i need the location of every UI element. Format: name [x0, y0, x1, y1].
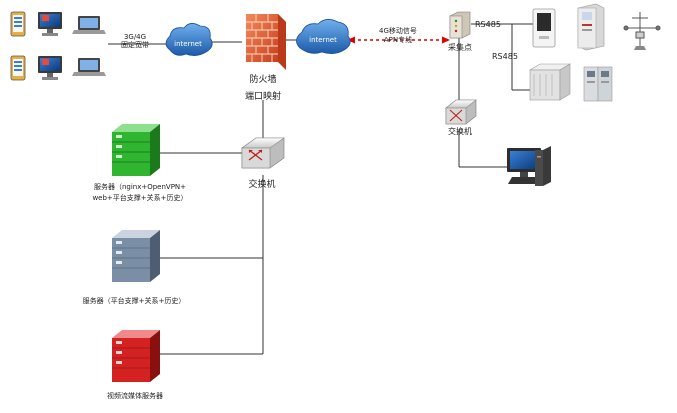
apn-line-label: APN专线	[383, 36, 413, 44]
connection-lines	[108, 23, 533, 355]
switch-main-icon	[241, 137, 285, 169]
firewall-label: 防火墙	[249, 75, 277, 85]
switch-main-label: 交换机	[248, 180, 276, 190]
client-devices	[10, 11, 106, 81]
switch-remote-icon	[445, 99, 477, 125]
wan-link-label: 3G/4G 固定宽带	[121, 33, 149, 49]
rs485-label-branch: RS485	[492, 52, 518, 61]
server1-label-line2: web+平台支撑+关系+历史）	[92, 194, 188, 202]
workstation-icon	[507, 146, 551, 186]
transformer-cabinet-icon	[528, 63, 572, 101]
port-mapping-label: 端口映射	[244, 92, 282, 102]
cloud-right-label: internet	[309, 36, 337, 44]
server1-label-line1: 服务器（nginx+OpenVPN+	[93, 183, 187, 191]
weather-station-icon	[623, 12, 661, 50]
tablet-icon	[10, 11, 26, 37]
server-green-icon	[112, 124, 160, 176]
server-red-icon	[112, 330, 160, 382]
meter-box-icon	[532, 8, 556, 48]
apn-signal-label: 4G移动信号	[379, 27, 417, 35]
collector-icon	[449, 11, 471, 39]
desktop-icon	[38, 56, 62, 80]
cloud-right-icon: internet	[296, 19, 351, 54]
tablet-icon	[10, 55, 26, 81]
laptop-icon	[72, 58, 106, 76]
cloud-left-icon: internet	[165, 23, 213, 56]
cloud-left-label: internet	[174, 40, 202, 48]
server2-label: 服务器（平台支撑+关系+历史）	[82, 297, 186, 305]
server3-label: 视频流媒体服务器	[107, 392, 163, 400]
inverter-icon	[577, 3, 605, 51]
server-gray-icon	[112, 230, 160, 282]
apn-wireless-link	[347, 36, 450, 44]
collector-label: 采集点	[448, 43, 472, 52]
laptop-icon	[72, 16, 106, 34]
firewall-icon	[246, 14, 286, 70]
desktop-icon	[38, 12, 62, 36]
rs485-label-top: RS485	[475, 20, 501, 29]
switch-remote-label: 交换机	[448, 127, 472, 136]
switchgear-cabinet-icon	[583, 66, 613, 102]
